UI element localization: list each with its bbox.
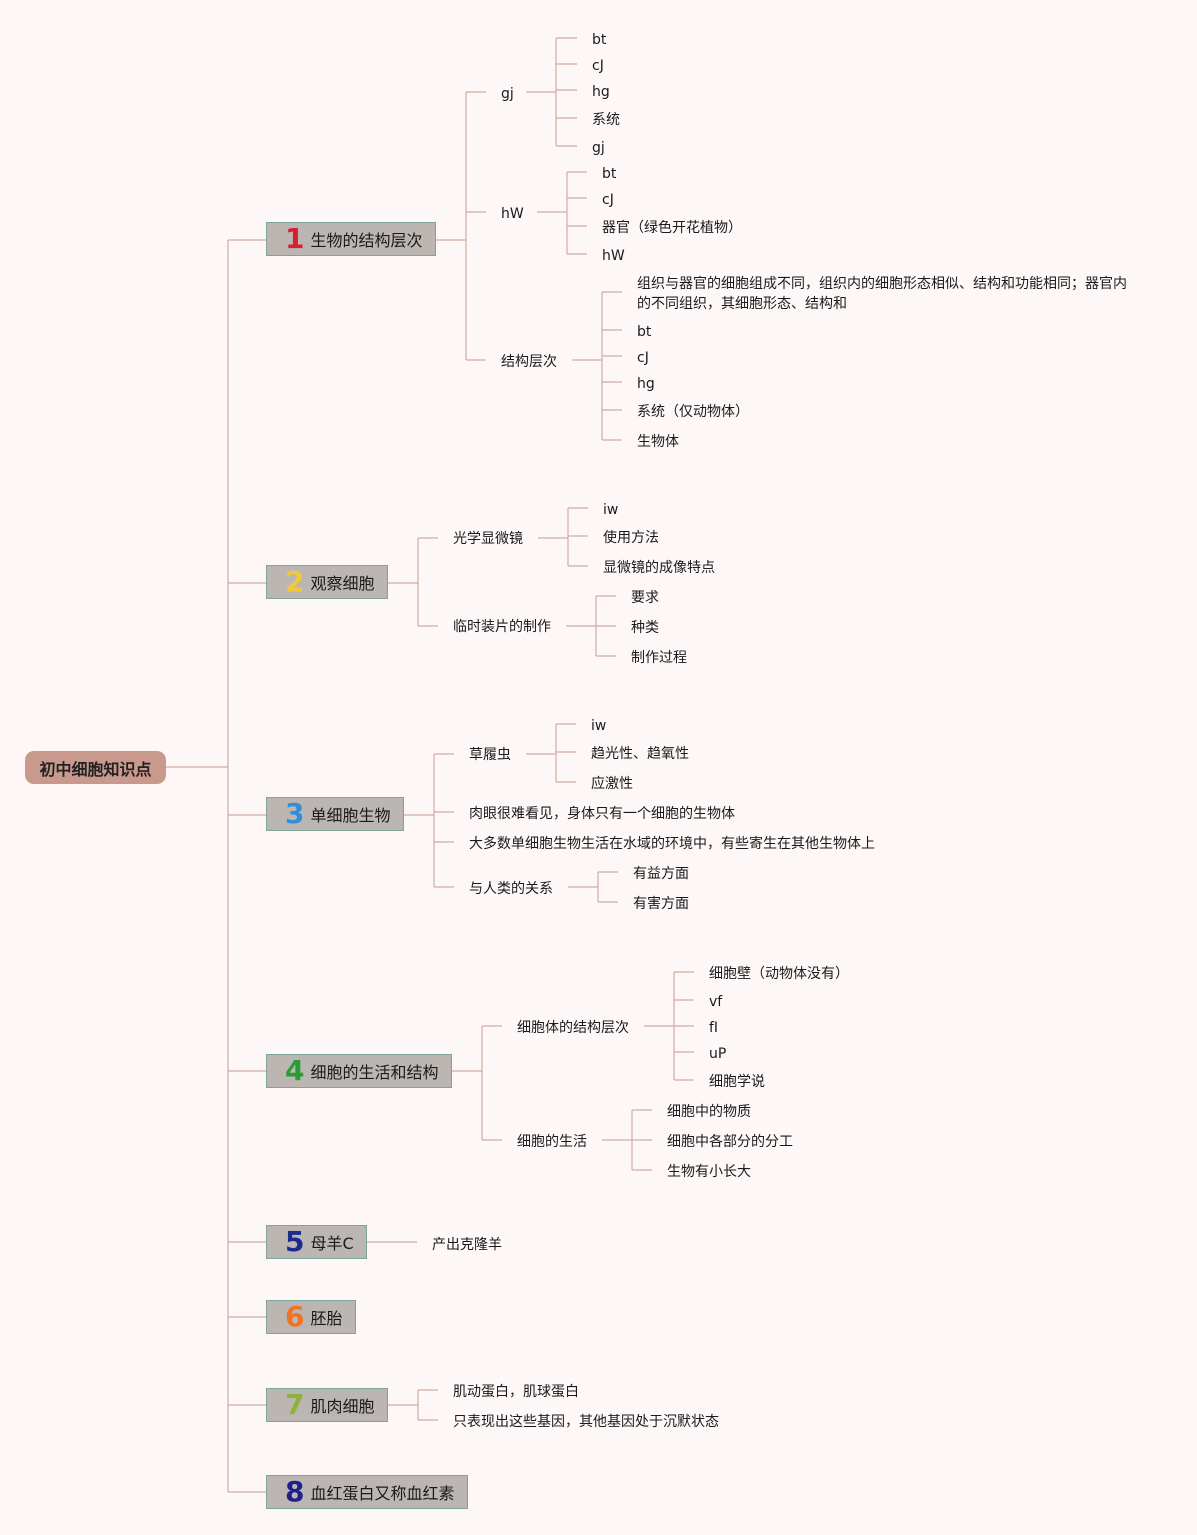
leaf-node[interactable]: 生物体 bbox=[637, 434, 679, 450]
leaf-node[interactable]: 有益方面 bbox=[633, 866, 689, 882]
leaf-node[interactable]: gj bbox=[592, 140, 605, 156]
subtopic-definition[interactable]: 肉眼很难看见，身体只有一个细胞的生物体 bbox=[469, 806, 735, 822]
subtopic-gj[interactable]: gj bbox=[501, 86, 514, 102]
subtopic-slide-making[interactable]: 临时装片的制作 bbox=[453, 619, 551, 635]
subtopic-hw[interactable]: hW bbox=[501, 206, 524, 222]
number-badge: 6 bbox=[285, 1300, 305, 1333]
topic-label: 观察细胞 bbox=[310, 574, 375, 593]
topic-label: 胚胎 bbox=[310, 1309, 343, 1328]
number-badge: 1 bbox=[285, 222, 305, 255]
leaf-node[interactable]: vf bbox=[709, 994, 723, 1010]
subtopic-paramecium[interactable]: 草履虫 bbox=[469, 747, 511, 763]
leaf-node[interactable]: cJ bbox=[637, 350, 649, 366]
leaf-node[interactable]: 细胞中各部分的分工 bbox=[667, 1134, 793, 1150]
topic-observe-cells[interactable]: 2 观察细胞 bbox=[266, 565, 388, 599]
leaf-node[interactable]: cJ bbox=[592, 58, 604, 74]
number-badge: 8 bbox=[285, 1475, 305, 1508]
leaf-node[interactable]: 有害方面 bbox=[633, 896, 689, 912]
topic-label: 单细胞生物 bbox=[310, 806, 391, 825]
subtopic-habitat[interactable]: 大多数单细胞生物生活在水域的环境中，有些寄生在其他生物体上 bbox=[469, 836, 875, 852]
leaf-node[interactable]: iw bbox=[591, 718, 607, 734]
leaf-node-description[interactable]: 组织与器官的细胞组成不同，组织内的细胞形态相似、结构和功能相同；器官内的不同组织… bbox=[637, 276, 1127, 312]
topic-label: 血红蛋白又称血红素 bbox=[310, 1484, 455, 1503]
leaf-node[interactable]: hW bbox=[602, 248, 625, 264]
leaf-node[interactable]: 器官（绿色开花植物） bbox=[602, 220, 742, 236]
topic-muscle-cell[interactable]: 7 肌肉细胞 bbox=[266, 1388, 388, 1422]
subtopic-human-relation[interactable]: 与人类的关系 bbox=[469, 881, 553, 897]
leaf-node[interactable]: fI bbox=[709, 1020, 719, 1036]
leaf-node[interactable]: 要求 bbox=[631, 590, 659, 606]
topic-structure-levels[interactable]: 1 生物的结构层次 bbox=[266, 222, 436, 256]
leaf-node[interactable]: hg bbox=[637, 376, 655, 392]
leaf-node[interactable]: iw bbox=[603, 502, 619, 518]
leaf-node[interactable]: bt bbox=[637, 324, 652, 340]
number-badge: 2 bbox=[285, 565, 305, 598]
leaf-node[interactable]: 细胞中的物质 bbox=[667, 1104, 751, 1120]
subtopic-clone-sheep[interactable]: 产出克隆羊 bbox=[432, 1237, 502, 1253]
topic-label: 肌肉细胞 bbox=[310, 1397, 375, 1416]
number-badge: 3 bbox=[285, 797, 305, 830]
topic-label: 细胞的生活和结构 bbox=[310, 1063, 439, 1082]
subtopic-structure-levels[interactable]: 结构层次 bbox=[501, 354, 557, 370]
subtopic-gene-expression[interactable]: 只表现出这些基因，其他基因处于沉默状态 bbox=[453, 1414, 719, 1430]
leaf-node[interactable]: 系统 bbox=[592, 112, 620, 128]
leaf-node[interactable]: 种类 bbox=[631, 620, 659, 636]
leaf-node[interactable]: 使用方法 bbox=[603, 530, 659, 546]
topic-label: 生物的结构层次 bbox=[310, 231, 423, 250]
leaf-node[interactable]: 生物有小长大 bbox=[667, 1164, 751, 1180]
leaf-node[interactable]: 细胞壁（动物体没有） bbox=[709, 966, 849, 982]
topic-label: 母羊C bbox=[310, 1234, 354, 1253]
leaf-node[interactable]: 显微镜的成像特点 bbox=[603, 560, 715, 576]
topic-hemoglobin[interactable]: 8 血红蛋白又称血红素 bbox=[266, 1475, 468, 1509]
leaf-node[interactable]: 趋光性、趋氧性 bbox=[591, 746, 689, 762]
subtopic-microscope[interactable]: 光学显微镜 bbox=[453, 531, 523, 547]
topic-cell-life-structure[interactable]: 4 细胞的生活和结构 bbox=[266, 1054, 452, 1088]
leaf-node[interactable]: 细胞学说 bbox=[709, 1074, 765, 1090]
subtopic-cell-life[interactable]: 细胞的生活 bbox=[517, 1134, 587, 1150]
leaf-node[interactable]: bt bbox=[592, 32, 607, 48]
leaf-node[interactable]: uP bbox=[709, 1046, 727, 1062]
leaf-node[interactable]: cJ bbox=[602, 192, 614, 208]
root-node[interactable]: 初中细胞知识点 bbox=[25, 751, 166, 784]
subtopic-cell-structure[interactable]: 细胞体的结构层次 bbox=[517, 1020, 629, 1036]
leaf-node[interactable]: 制作过程 bbox=[631, 650, 687, 666]
leaf-node[interactable]: hg bbox=[592, 84, 610, 100]
topic-unicellular[interactable]: 3 单细胞生物 bbox=[266, 797, 404, 831]
leaf-node[interactable]: 应激性 bbox=[591, 776, 633, 792]
topic-ewe-c[interactable]: 5 母羊C bbox=[266, 1225, 367, 1259]
leaf-node[interactable]: bt bbox=[602, 166, 617, 182]
leaf-node[interactable]: 系统（仅动物体） bbox=[637, 404, 749, 420]
number-badge: 7 bbox=[285, 1388, 305, 1421]
number-badge: 5 bbox=[285, 1225, 305, 1258]
topic-embryo[interactable]: 6 胚胎 bbox=[266, 1300, 356, 1334]
subtopic-proteins[interactable]: 肌动蛋白，肌球蛋白 bbox=[453, 1384, 579, 1400]
number-badge: 4 bbox=[285, 1054, 305, 1087]
